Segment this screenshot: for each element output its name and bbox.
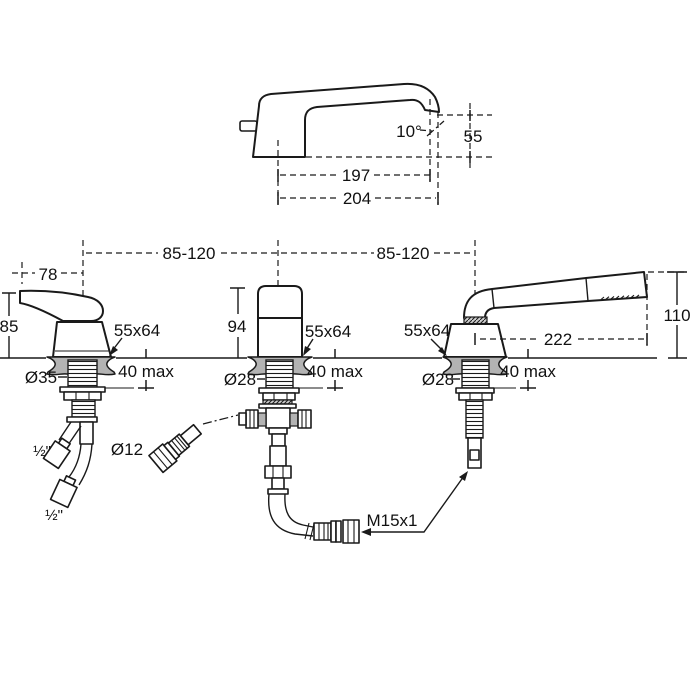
dim-shower-height: 110 <box>663 306 690 325</box>
inlet-labels: ½" ½" <box>33 443 63 524</box>
handle-dimensions: 85 55x64 Ø35 40 max <box>0 292 174 391</box>
angle-axis-line <box>426 120 445 137</box>
inlet-connector-1 <box>42 437 71 470</box>
handle-tail-tube <box>79 421 94 445</box>
supply-fitting: Ø12 <box>111 414 239 474</box>
inlet-hose-2 <box>68 443 82 478</box>
shower-nut <box>458 392 493 401</box>
spout-base <box>247 285 313 401</box>
shower-tail-thread <box>465 399 484 439</box>
tee-left-fitting <box>245 409 259 429</box>
hose-end-nut <box>342 519 360 544</box>
tee-pipe-lower <box>269 445 287 467</box>
spout-base-shank <box>265 359 294 389</box>
inlet-hose-1 <box>58 421 72 441</box>
hose-neck <box>271 477 285 490</box>
spout-base-cap <box>257 285 303 319</box>
spout-side-tab <box>239 120 258 132</box>
dim-inlet-1: ½" <box>33 443 51 460</box>
dim-spout-angle: 10° <box>396 122 422 141</box>
dim-hose-thread: M15x1 <box>366 511 417 530</box>
handle-valve <box>19 289 116 509</box>
supply-fitting-body <box>148 423 203 474</box>
spout-base-nut <box>262 392 296 401</box>
spout-side-view <box>239 82 440 158</box>
spout-profile <box>252 82 440 158</box>
tee-right-fitting <box>297 409 312 429</box>
flexible-hose <box>267 493 314 537</box>
spout-base-body <box>257 317 303 358</box>
dim-handle-height: 85 <box>0 317 18 336</box>
hand-shower-dimensions: 110 222 55x64 Ø28 40 max <box>404 271 691 391</box>
dim-shower-deck-max: 40 max <box>500 362 556 381</box>
handle-body <box>52 321 112 358</box>
hose-thread-leader <box>366 475 465 533</box>
dim-overall-reach: 204 <box>343 189 371 208</box>
dim-reach: 197 <box>342 166 370 185</box>
dim-spacing-right: 85-120 <box>377 244 430 263</box>
dim-spacing-left: 85-120 <box>163 244 216 263</box>
dim-handle-escutcheon: Ø35 <box>25 368 57 387</box>
dim-base-escutcheon: Ø28 <box>224 370 256 389</box>
tee-body <box>265 407 291 429</box>
shower-joint-band <box>463 316 488 325</box>
shower-shank <box>461 359 490 389</box>
hose-collar <box>267 488 289 495</box>
fitting-alignment-line <box>202 414 239 425</box>
dim-outlet-height: 55 <box>464 127 483 146</box>
handle-threaded-shank <box>67 359 98 388</box>
hose-thread-dimension: M15x1 <box>361 471 468 536</box>
dim-inlet-2: ½" <box>45 507 63 524</box>
spout-base-dimensions: 94 55x64 Ø28 40 max <box>224 287 363 391</box>
dim-base-height: 94 <box>228 317 247 336</box>
tee-left-stub <box>238 412 247 426</box>
spout-view-dimensions: 10° 55 197 204 <box>277 99 492 208</box>
handle-nut <box>63 391 102 401</box>
handle-lever <box>19 289 104 322</box>
tee-lower-collar <box>268 427 288 435</box>
inlet-connector-2 <box>49 475 78 509</box>
dim-shower-length: 222 <box>544 330 572 349</box>
tee-union-nut <box>264 465 292 479</box>
tee-pipe-upper <box>271 433 286 447</box>
hole-spacing-dimensions: 85-120 85-120 78 <box>12 240 476 357</box>
shower-spray-ticks <box>600 294 640 300</box>
tee-connector <box>238 399 360 544</box>
handle-tailpiece <box>71 399 96 418</box>
dim-fitting-diameter: Ø12 <box>111 440 143 459</box>
dim-base-cutout: 55x64 <box>305 322 351 341</box>
angle-leader <box>419 129 433 132</box>
dim-shower-cutout: 55x64 <box>404 321 450 340</box>
hand-shower <box>442 271 648 469</box>
dim-base-deck-max: 40 max <box>307 362 363 381</box>
dim-handle-length: 78 <box>39 265 58 284</box>
dim-handle-deck-max: 40 max <box>118 362 174 381</box>
dim-handle-cutout: 55x64 <box>114 321 160 340</box>
dim-shower-escutcheon: Ø28 <box>422 370 454 389</box>
